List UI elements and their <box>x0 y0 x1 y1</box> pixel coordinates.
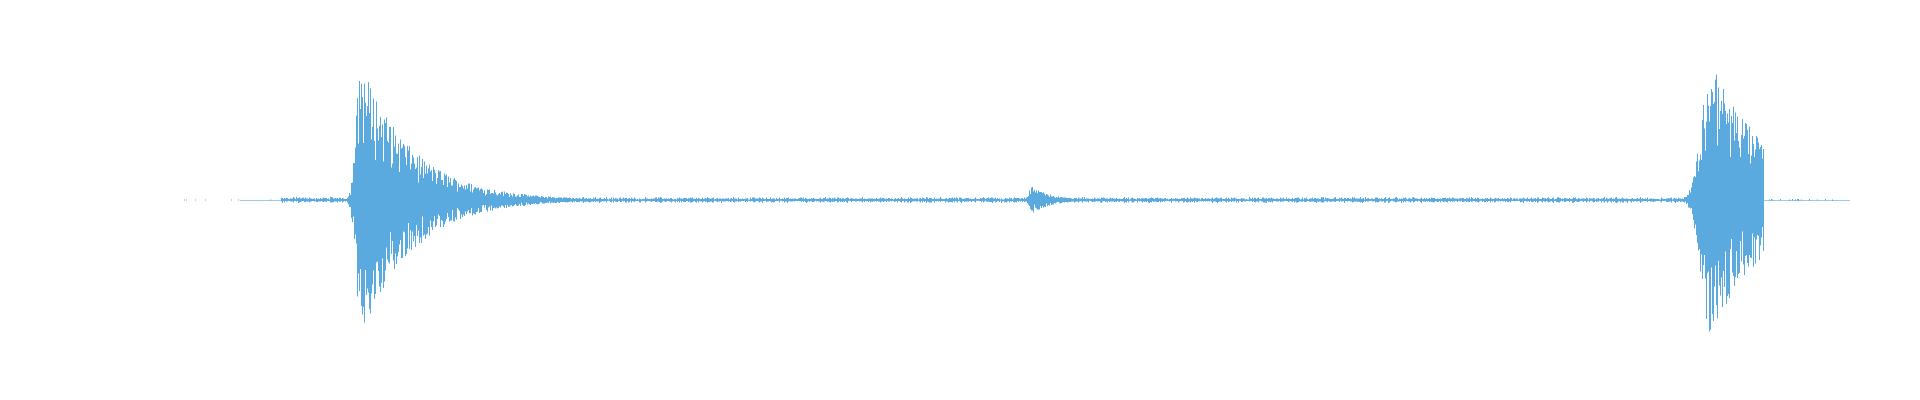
waveform-path <box>184 74 1833 332</box>
waveform-lines <box>184 74 1850 332</box>
